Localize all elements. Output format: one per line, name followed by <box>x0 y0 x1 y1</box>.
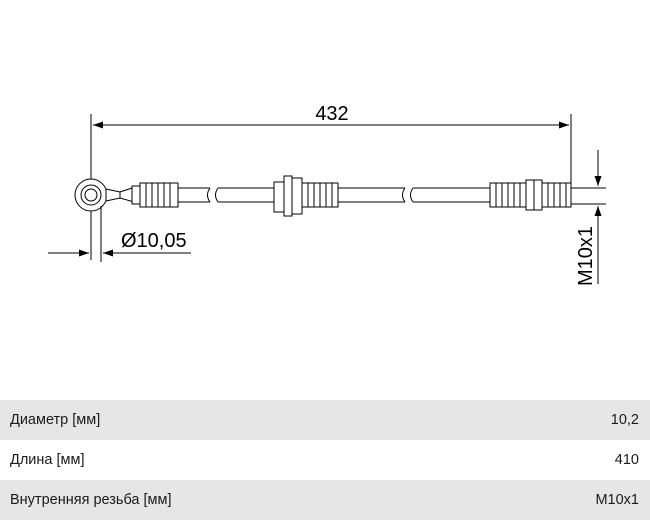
brake-hose-drawing: 432 <box>48 103 606 286</box>
spec-label: Внутренняя резьба [мм] <box>10 492 172 508</box>
spec-row-length: Длина [мм] 410 <box>0 440 650 480</box>
threaded-end-fitting <box>525 179 572 211</box>
thread-dimension: M10x1 <box>571 150 606 286</box>
diameter-label: Ø10,05 <box>121 230 187 252</box>
right-crimp-sleeve <box>489 182 527 208</box>
spec-value: 10,2 <box>610 412 639 428</box>
thread-label: M10x1 <box>575 226 597 286</box>
brake-hose <box>74 175 572 217</box>
spec-value: M10x1 <box>595 492 639 508</box>
diameter-dimension: Ø10,05 <box>48 206 191 262</box>
banjo-eye-fitting <box>74 178 135 212</box>
spec-label: Диаметр [мм] <box>10 412 101 428</box>
spec-row-diameter: Диаметр [мм] 10,2 <box>0 400 650 440</box>
mounting-bracket-fitting <box>273 175 339 217</box>
spec-row-internal-thread: Внутренняя резьба [мм] M10x1 <box>0 480 650 520</box>
spec-label: Длина [мм] <box>10 452 85 468</box>
length-dimension: 432 <box>90 103 572 260</box>
left-crimp-sleeve <box>131 182 179 208</box>
specs-table: Диаметр [мм] 10,2 Длина [мм] 410 Внутрен… <box>0 400 650 520</box>
spec-value: 410 <box>614 452 639 468</box>
length-label: 432 <box>315 103 348 125</box>
